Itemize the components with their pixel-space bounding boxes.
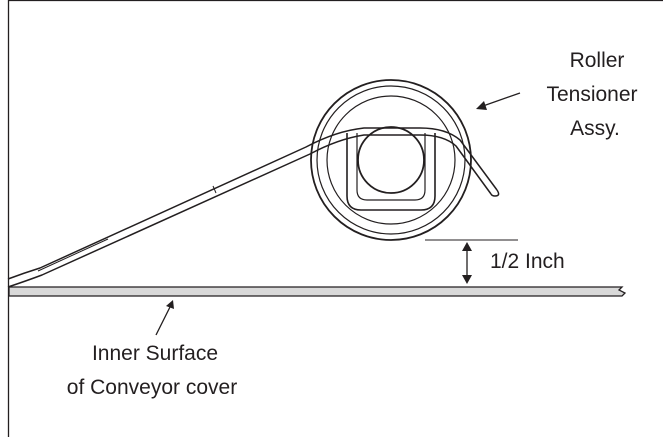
roller-tensioner-assembly	[310, 79, 472, 241]
roller-ring-3	[326, 95, 456, 225]
gap-arrow-up	[462, 242, 472, 251]
gap-arrow-down	[462, 275, 472, 284]
surface-label-line-2: of Conveyor cover	[67, 376, 237, 399]
roller-ring-2	[316, 85, 466, 235]
gap-label: 1/2 Inch	[490, 250, 565, 273]
roller-axle	[357, 126, 425, 194]
roller-label-leader	[476, 92, 521, 110]
roller-label-line-2: Tensioner	[546, 83, 637, 106]
roller-bracket-outer	[346, 133, 436, 211]
roller-label-line-3: Assy.	[570, 117, 620, 140]
roller-bracket-inner	[356, 133, 426, 201]
roller-label-line-1: Roller	[570, 49, 625, 72]
conveyor-cover-surface	[8, 286, 627, 297]
tensioner-spring-arm	[7, 127, 500, 288]
surface-label-leader	[155, 300, 174, 336]
gap-dimension	[425, 239, 518, 284]
surface-label-line-1: Inner Surface	[92, 342, 218, 365]
